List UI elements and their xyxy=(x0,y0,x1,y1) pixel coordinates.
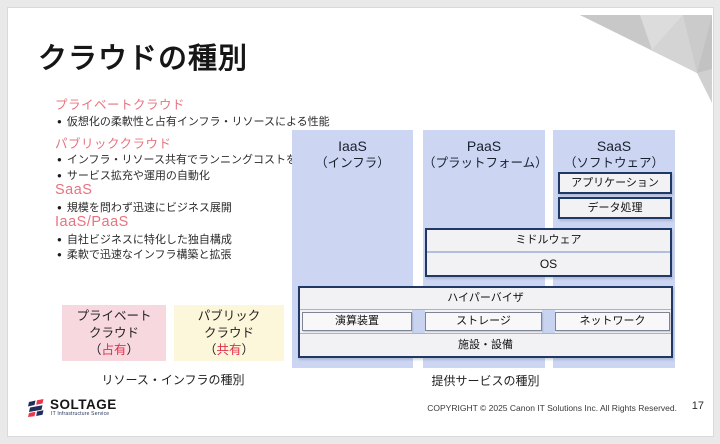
resource-types-caption: リソース・インフラの種別 xyxy=(101,373,245,387)
note-heading-private: プライベートクラウド xyxy=(55,98,186,112)
column-iaas-subtitle: （インフラ） xyxy=(315,156,390,170)
public-cloud-line1: パブリック xyxy=(197,309,261,323)
box-middleware: ミドルウェア xyxy=(515,234,582,246)
note-bullet: ● 規模を問わず迅速にビジネス展開 xyxy=(57,201,232,215)
note-bullet: ● 仮想化の柔軟性と占有インフラ・リソースによる性能 xyxy=(57,115,330,129)
note-bullet-text: 柔軟で迅速なインフラ構築と拡張 xyxy=(66,249,232,261)
box-os: OS xyxy=(539,257,558,271)
divider xyxy=(427,251,670,253)
private-cloud-box: プライベート クラウド （占有） xyxy=(62,305,166,361)
column-paas-name: PaaS xyxy=(466,138,502,154)
note-bullet-text: 自社ビジネスに特化した独自構成 xyxy=(66,234,232,246)
private-cloud-accent: 占有 xyxy=(101,343,127,357)
note-heading-public: パブリッククラウド xyxy=(55,137,172,151)
service-types-caption: 提供サービスの種別 xyxy=(431,374,540,388)
copyright-text: COPYRIGHT © 2025 Canon IT Solutions Inc.… xyxy=(427,403,677,413)
column-paas-subtitle: （プラットフォーム） xyxy=(423,156,548,170)
note-bullet-text: 規模を問わず迅速にビジネス展開 xyxy=(66,202,232,214)
box-application: アプリケーション xyxy=(558,172,672,194)
bullet-icon: ● xyxy=(57,250,62,259)
bullet-icon: ● xyxy=(57,155,62,164)
page-title: クラウドの種別 xyxy=(38,43,249,75)
note-bullet-text: 仮想化の柔軟性と占有インフラ・リソースによる性能 xyxy=(66,116,330,128)
bullet-icon: ● xyxy=(57,203,62,212)
note-heading-saas: SaaS xyxy=(55,182,93,198)
private-cloud-line3: （占有） xyxy=(88,343,140,357)
bullet-icon: ● xyxy=(57,117,62,126)
public-cloud-box: パブリック クラウド （共有） xyxy=(174,305,284,361)
middleware-os-stack: ミドルウェア OS xyxy=(425,228,672,277)
infrastructure-stack: ハイパーバイザ 演算装置 ストレージ ネットワーク 施設・設備 xyxy=(298,286,673,358)
note-bullet: ● サービス拡充や運用の自動化 xyxy=(57,169,210,183)
soltage-logo-icon xyxy=(28,399,44,417)
column-iaas-name: IaaS xyxy=(338,138,367,154)
note-heading-iaas-paas: IaaS/PaaS xyxy=(55,214,129,230)
note-bullet-text: サービス拡充や運用の自動化 xyxy=(66,170,210,182)
corner-decoration-icon xyxy=(580,15,712,103)
box-facility: 施設・設備 xyxy=(300,333,671,356)
slide: クラウドの種別 プライベートクラウド ●仮想化の柔軟性と占有インフラ・リソースに… xyxy=(7,7,714,437)
hardware-row: 演算装置 ストレージ ネットワーク xyxy=(300,310,671,333)
column-saas-subtitle: （ソフトウェア） xyxy=(563,156,664,170)
box-hypervisor: ハイパーバイザ xyxy=(300,288,671,310)
public-cloud-line3: （共有） xyxy=(203,343,255,357)
note-bullet-text: インフラ・リソース共有でランニングコストを最適化 xyxy=(66,154,330,166)
page-number: 17 xyxy=(691,400,704,412)
note-bullet: ● インフラ・リソース共有でランニングコストを最適化 xyxy=(57,153,330,167)
logo-tagline: IT Infrastructure Service xyxy=(51,411,110,417)
public-cloud-line2: クラウド xyxy=(203,326,254,340)
public-cloud-accent: 共有 xyxy=(216,343,242,357)
bullet-icon: ● xyxy=(57,171,62,180)
box-compute: 演算装置 xyxy=(302,312,412,331)
box-data-processing: データ処理 xyxy=(558,197,672,219)
note-bullet: ● 自社ビジネスに特化した独自構成 xyxy=(57,233,232,247)
private-cloud-line2: クラウド xyxy=(88,326,139,340)
box-storage: ストレージ xyxy=(425,312,542,331)
logo-text: SOLTAGE xyxy=(50,397,117,412)
bullet-icon: ● xyxy=(57,235,62,244)
note-bullet: ● 柔軟で迅速なインフラ構築と拡張 xyxy=(57,248,232,262)
column-saas-name: SaaS xyxy=(596,138,632,154)
column-gap xyxy=(412,310,425,333)
private-cloud-line1: プライベート xyxy=(76,309,152,323)
company-logo: SOLTAGE IT Infrastructure Service xyxy=(28,397,178,427)
box-network: ネットワーク xyxy=(555,312,670,331)
column-gap xyxy=(542,310,555,333)
